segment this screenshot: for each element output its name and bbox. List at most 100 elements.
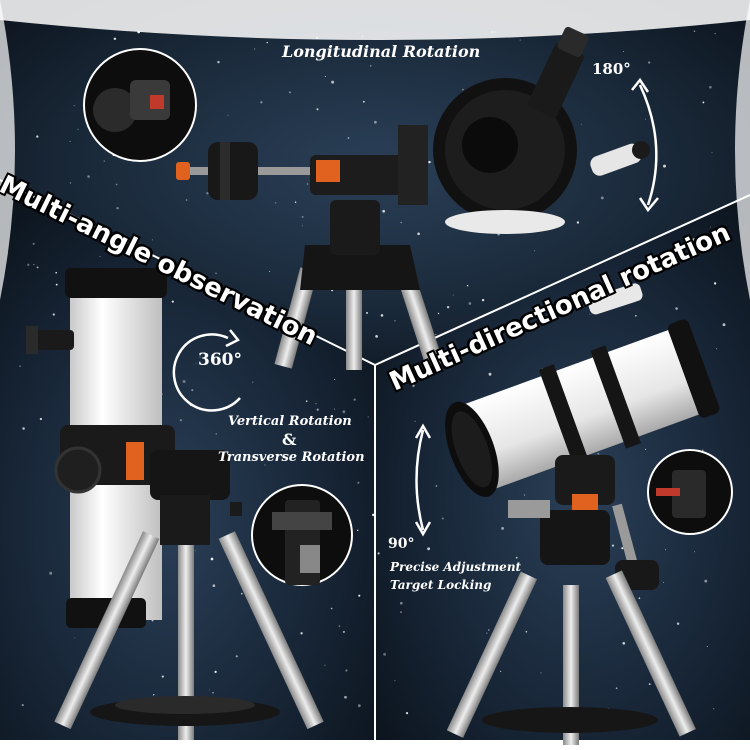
detail-inset-right — [647, 449, 733, 535]
star — [366, 311, 368, 314]
star — [377, 552, 380, 555]
star — [275, 202, 277, 204]
star — [692, 238, 696, 241]
star — [414, 420, 416, 422]
star — [713, 708, 715, 710]
star — [151, 619, 154, 622]
star — [208, 689, 210, 691]
star — [540, 672, 542, 674]
star — [36, 266, 39, 269]
star — [52, 313, 55, 316]
star — [714, 33, 716, 35]
star — [103, 160, 105, 162]
star — [316, 36, 319, 40]
star — [675, 307, 678, 310]
star — [702, 449, 704, 452]
star — [342, 630, 345, 633]
ampersand-label: & — [282, 430, 297, 449]
star — [648, 683, 651, 685]
star — [644, 118, 646, 120]
star — [615, 687, 618, 690]
star — [194, 550, 196, 552]
star — [722, 323, 726, 327]
star — [118, 233, 121, 237]
star — [353, 398, 356, 401]
star — [367, 416, 369, 418]
star — [370, 65, 372, 67]
star — [357, 481, 360, 484]
star — [576, 221, 580, 224]
star — [622, 51, 624, 52]
star — [693, 30, 696, 33]
star — [382, 209, 386, 213]
star — [374, 120, 377, 124]
star — [500, 670, 502, 672]
star — [380, 314, 384, 317]
star — [240, 592, 243, 595]
rotation-arrow-360 — [172, 329, 241, 412]
star — [412, 384, 415, 387]
star — [235, 655, 238, 658]
star — [702, 101, 705, 104]
star — [357, 704, 361, 708]
star — [177, 270, 180, 273]
star — [525, 630, 528, 633]
star — [394, 320, 396, 322]
star — [69, 140, 71, 142]
star — [468, 302, 472, 305]
star — [524, 494, 525, 496]
star — [73, 105, 75, 107]
angle-90-label: 90° — [388, 536, 415, 552]
star — [501, 526, 505, 530]
star — [99, 255, 101, 257]
star — [206, 192, 209, 195]
star — [137, 30, 141, 34]
star — [697, 253, 700, 256]
star — [294, 201, 297, 204]
star — [383, 652, 387, 656]
star — [484, 34, 486, 36]
star — [704, 579, 708, 583]
star — [269, 271, 271, 272]
star — [288, 91, 291, 94]
star — [330, 607, 333, 610]
star — [300, 632, 303, 635]
star — [358, 594, 361, 597]
star — [375, 335, 378, 338]
star — [488, 372, 492, 376]
star — [488, 629, 490, 631]
vertical-rotation-label: Vertical Rotation — [228, 414, 352, 429]
star — [77, 128, 79, 130]
star — [113, 37, 117, 41]
star — [417, 232, 420, 236]
star — [215, 433, 217, 435]
star — [87, 175, 90, 178]
panel-dividers — [0, 179, 750, 750]
star — [217, 60, 220, 64]
star — [301, 215, 304, 218]
star — [462, 88, 464, 91]
star — [316, 408, 319, 411]
star — [644, 448, 647, 450]
star — [372, 513, 375, 517]
angle-180-label: 180° — [592, 60, 631, 78]
star — [185, 199, 188, 201]
star — [452, 294, 454, 296]
star — [334, 378, 336, 380]
star — [399, 601, 403, 605]
star — [706, 645, 709, 648]
star — [515, 556, 518, 559]
star — [74, 637, 76, 639]
star — [306, 183, 309, 185]
rotation-arrow-90 — [414, 423, 432, 537]
star — [324, 75, 326, 77]
star — [115, 183, 118, 186]
star — [179, 419, 182, 422]
star — [611, 544, 615, 547]
star — [491, 31, 494, 34]
star — [709, 85, 712, 89]
star — [580, 123, 582, 125]
